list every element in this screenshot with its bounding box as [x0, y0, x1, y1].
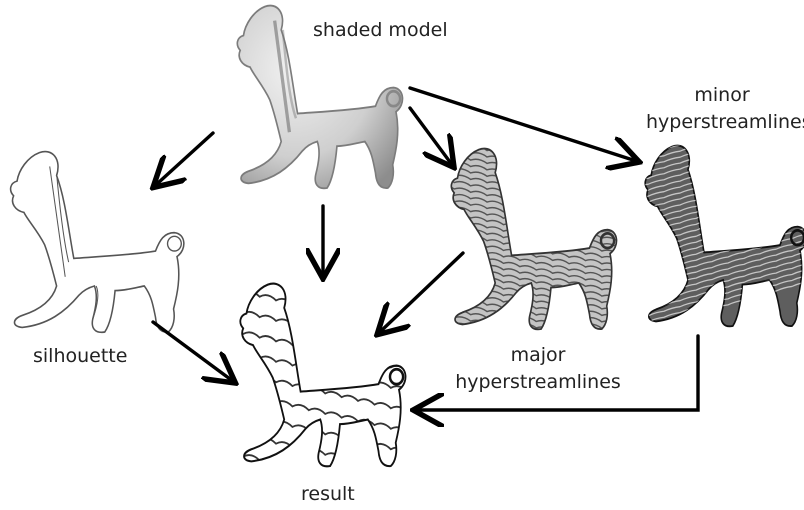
major-hyperstreamlines-figure	[438, 134, 651, 364]
label-result: result	[301, 481, 355, 508]
arrow-major-to-result	[382, 253, 463, 330]
arrow-silhouette-to-result	[153, 322, 230, 379]
label-major-line2: hyperstreamlines	[443, 369, 633, 396]
label-minor-line1: minor	[646, 82, 798, 109]
label-major-hyperstreamlines: major hyperstreamlines	[443, 342, 633, 396]
silhouette-figure	[11, 152, 184, 333]
label-major-line1: major	[443, 342, 633, 369]
major-stroke-line	[438, 211, 651, 254]
result-figure	[227, 268, 440, 501]
arrow-shaded-to-silhouette	[158, 133, 213, 183]
label-shaded-model: shaded model	[313, 17, 448, 44]
label-minor-hyperstreamlines: minor hyperstreamlines	[646, 82, 798, 136]
major-stroke-line	[438, 205, 651, 248]
arrow-shaded-to-major	[410, 108, 450, 162]
label-silhouette: silhouette	[33, 343, 127, 370]
label-minor-line2: hyperstreamlines	[646, 109, 798, 136]
arrow-shaded-to-minor	[410, 88, 633, 160]
